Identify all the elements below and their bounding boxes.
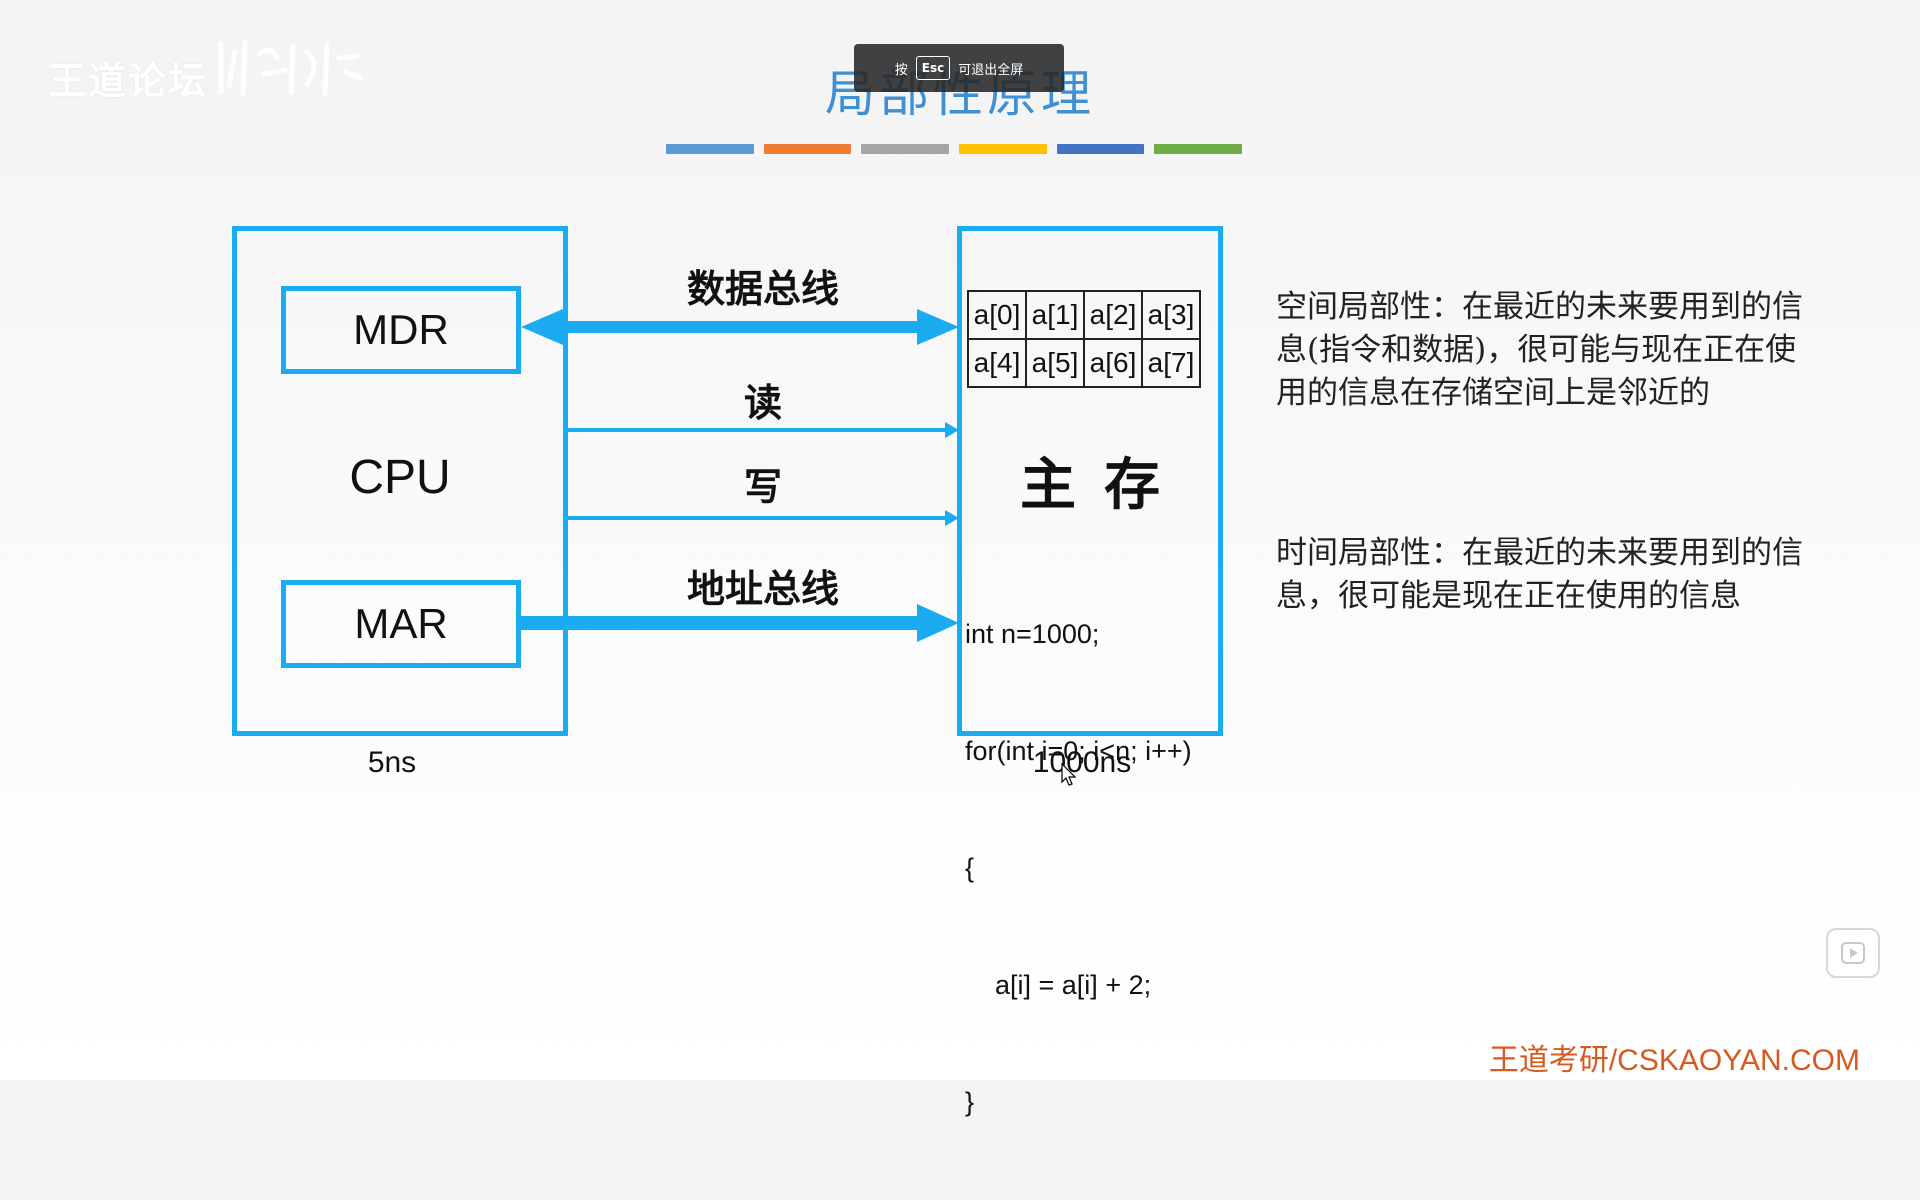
cpu-label: CPU — [349, 451, 451, 504]
data-bus-arrow — [521, 309, 959, 345]
esc-key-badge: Esc — [915, 56, 951, 80]
read-signal-label: 读 — [743, 380, 782, 425]
memory-cell: a[2] — [1083, 290, 1143, 340]
code-snippet: int n=1000; for(int i=0; i<n; i++) { a[i… — [965, 537, 1221, 1200]
temporal-locality-note: 时间局部性：在最近的未来要用到的信息，很可能是现在正在使用的信息 — [1276, 535, 1803, 614]
code-line: int n=1000; — [965, 619, 1100, 649]
watermark-text: 王道论坛 — [48, 59, 209, 103]
memory-cell: a[1] — [1025, 290, 1085, 340]
play-button[interactable] — [1826, 928, 1880, 978]
color-bar-segment — [763, 144, 852, 154]
footer-brand: 王道考研/CSKAOYAN.COM — [1488, 1044, 1860, 1077]
main-memory-box — [957, 226, 1223, 736]
write-signal-arrow — [566, 510, 959, 526]
toast-suffix: 可退出全屏 — [958, 62, 1024, 78]
memory-access-time: 1000ns — [1032, 746, 1132, 779]
memory-array-table: a[0] a[1] a[2] a[3] a[4] a[5] a[6] a[7] — [967, 290, 1201, 388]
cpu-access-time: 5ns — [367, 746, 417, 779]
toast-prefix: 按 — [894, 62, 908, 78]
code-line: a[i] = a[i] + 2; — [965, 970, 1152, 1000]
memory-cell: a[5] — [1025, 338, 1085, 388]
color-bar-segment — [1154, 144, 1243, 154]
mdr-register-box: MDR — [281, 286, 521, 374]
write-signal-label: 写 — [743, 464, 782, 509]
address-bus-label: 地址总线 — [686, 566, 839, 611]
code-line: { — [965, 853, 975, 883]
color-bar-segment — [666, 144, 754, 154]
cpu-box — [232, 226, 568, 736]
memory-cell: a[7] — [1141, 338, 1201, 388]
memory-cell: a[4] — [967, 338, 1027, 388]
code-line: for(int i=0; i<n; i++) — [965, 736, 1192, 766]
color-bar-segment — [959, 144, 1047, 154]
memory-cell: a[3] — [1141, 290, 1201, 340]
memory-array-row: a[4] a[5] a[6] a[7] — [967, 338, 1201, 388]
memory-cell: a[0] — [967, 290, 1027, 340]
main-memory-label: 主存 — [1020, 452, 1188, 518]
data-bus-label: 数据总线 — [686, 266, 839, 311]
slide-canvas: 王道论坛 局部性原理 按 Esc 可退出全屏 MDR CPU MAR 5ns a… — [48, 39, 1880, 1117]
memory-array-row: a[0] a[1] a[2] a[3] — [967, 290, 1201, 340]
watermark-logo-icon — [218, 39, 364, 97]
memory-cell: a[6] — [1083, 338, 1143, 388]
spatial-locality-note: 空间局部性：在最近的未来要用到的信息(指令和数据)，很可能与现在正在使用的信息在… — [1276, 289, 1803, 411]
mdr-label: MDR — [353, 306, 449, 353]
title-color-bar — [666, 144, 1243, 154]
mar-label: MAR — [354, 600, 448, 647]
color-bar-segment — [861, 144, 950, 154]
code-line: } — [965, 1087, 975, 1117]
play-icon — [1841, 942, 1865, 964]
mouse-cursor-icon — [1061, 763, 1077, 786]
mar-register-box: MAR — [281, 580, 521, 668]
color-bar-segment — [1056, 144, 1145, 154]
exit-fullscreen-toast: 按 Esc 可退出全屏 — [854, 44, 1064, 92]
